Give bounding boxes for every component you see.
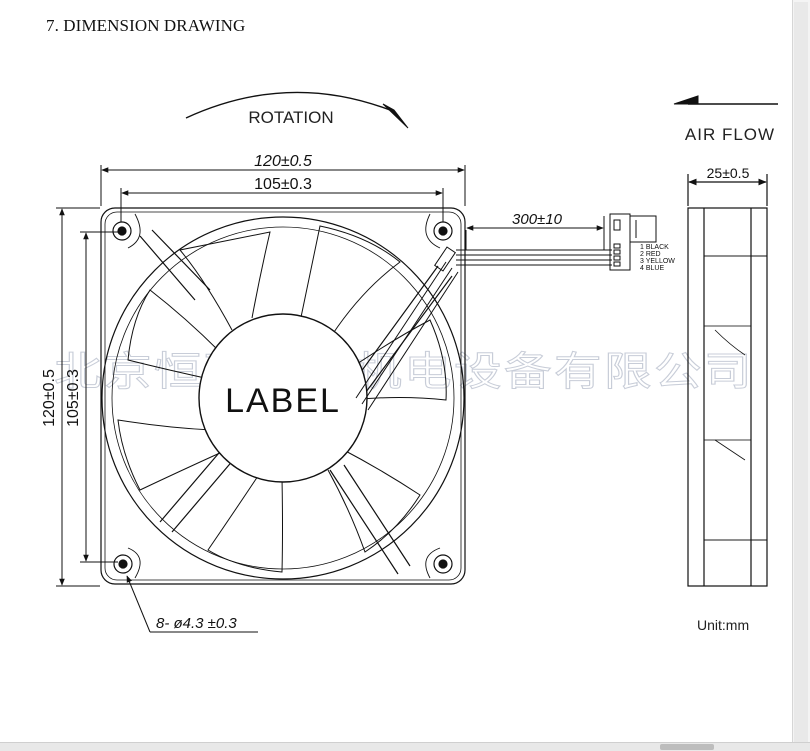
cable-assembly	[456, 213, 657, 271]
side-frame	[687, 207, 768, 587]
fan-side-view	[687, 174, 768, 587]
height-dimensions	[56, 207, 118, 587]
watermark-layer: 北京恒瑞凌晨机电设备有限公司	[54, 350, 754, 395]
fan-blades	[117, 225, 447, 573]
outer-width-dim: 120±0.5	[254, 153, 312, 170]
horizontal-scrollbar-thumb[interactable]	[660, 744, 714, 750]
wire-1: 1 BLACK	[640, 244, 669, 251]
hole-callout-text: 8- ø4.3 ±0.3	[156, 615, 237, 632]
horizontal-scrollbar[interactable]	[0, 742, 810, 751]
hole-callout	[126, 575, 258, 633]
fan-frame-outer	[100, 207, 466, 585]
wire-4: 4 BLUE	[640, 265, 664, 272]
hole-width-dim: 105±0.3	[254, 176, 312, 193]
airflow-label: AIR FLOW	[685, 125, 775, 144]
fan-front-view	[100, 207, 466, 585]
mount-hole-top-left	[112, 221, 132, 241]
cable-length-dim: 300±10	[512, 211, 563, 228]
wire-3: 3 YELLOW	[640, 258, 675, 265]
rotation-arc	[185, 91, 396, 119]
vertical-scrollbar-thumb[interactable]	[794, 2, 808, 747]
airflow-arrowhead	[673, 95, 699, 105]
fan-struts	[139, 229, 453, 575]
rotation-arrowhead	[382, 103, 409, 129]
wire-2: 2 RED	[640, 251, 661, 258]
fan-venturi-inner	[111, 226, 455, 570]
fan-frame-inner	[104, 211, 462, 581]
thickness-dim: 25±0.5	[707, 165, 750, 181]
hole-height-dim: 105±0.3	[65, 369, 82, 427]
fan-label: LABEL	[225, 382, 341, 420]
mount-hole-top-right	[433, 221, 453, 241]
rotation-indicator	[185, 91, 409, 129]
wire-legend: 1 BLACK 2 RED 3 YELLOW 4 BLUE	[640, 244, 675, 272]
watermark-text: 北京恒瑞凌晨机电设备有限公司	[54, 350, 754, 394]
fan-hub	[198, 313, 368, 483]
mount-hole-bottom-right	[433, 554, 453, 574]
width-dimensions	[100, 165, 466, 222]
mount-hole-bottom-left	[113, 554, 133, 574]
airflow-indicator	[673, 95, 778, 105]
fan-venturi-outer	[101, 216, 465, 580]
cable-channel	[355, 246, 459, 411]
section-heading: 7. DIMENSION DRAWING	[46, 16, 246, 35]
unit-note: Unit:mm	[697, 617, 749, 633]
outer-height-dim: 120±0.5	[41, 369, 58, 427]
rotation-label: ROTATION	[248, 108, 333, 127]
